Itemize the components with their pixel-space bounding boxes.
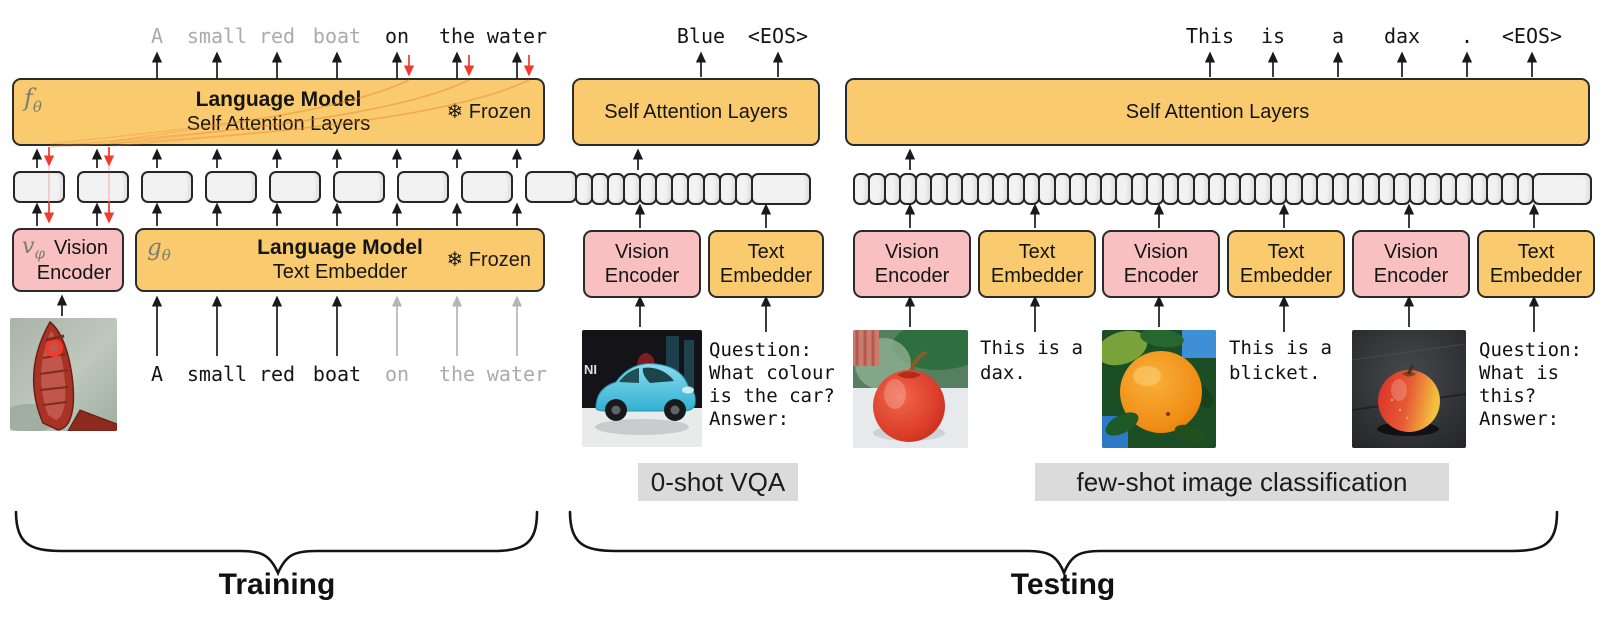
vqa-embedding-strip — [575, 173, 811, 205]
embedding-cell — [1069, 173, 1087, 205]
text-embedder-label-line2: Embedder — [1239, 265, 1333, 287]
testing-brace — [568, 510, 1559, 577]
vqa-output-token: <EOS> — [747, 24, 809, 48]
fewshot-output-token: a — [1331, 24, 1345, 48]
fewshot-output-token: is — [1260, 24, 1286, 48]
fewshot-output-token: <EOS> — [1501, 24, 1563, 48]
fewshot-example2-text: This is a blicket. — [1229, 337, 1332, 384]
fewshot-caption: few-shot image classification — [1035, 463, 1449, 501]
fewshot-embedding-strip — [853, 173, 1593, 205]
vqa-prompt-text: Question: What colour is the car? Answer… — [709, 339, 835, 430]
vision-encoder-label-line2: Encoder — [36, 262, 112, 284]
lm-title: Language Model — [195, 88, 362, 111]
fewshot-text-embedder-box-2: Text Embedder — [1227, 230, 1345, 298]
g-theta-label: gθ — [147, 235, 171, 265]
language-model-self-attention-box: fθ Language Model Self Attention Layers … — [12, 78, 545, 146]
train-output-token: water — [486, 24, 548, 48]
train-output-token: the — [438, 24, 476, 48]
fewshot-vision-encoder-box-1: Vision Encoder — [853, 230, 971, 298]
train-output-token: on — [384, 24, 410, 48]
embedding-cell — [397, 171, 449, 203]
v-phi-label: vφ — [22, 234, 45, 263]
embedding-cell — [525, 171, 577, 203]
fewshot-sa-label: Self Attention Layers — [1125, 101, 1310, 123]
orange-photo — [1102, 330, 1216, 448]
train-vision-encoder-box: vφ Vision Encoder — [12, 228, 124, 292]
train-embedding-row — [13, 171, 577, 203]
language-model-text-embedder-box: gθ Language Model Text Embedder ❄ Frozen — [135, 228, 545, 292]
embedding-cell — [205, 171, 257, 203]
embedding-cell — [1455, 173, 1473, 205]
train-input-token: on — [384, 362, 410, 386]
text-embedder-label-line1: Text — [1267, 241, 1305, 263]
text-embedder-label-line2: Embedder — [1489, 265, 1583, 287]
lm-subtitle: Self Attention Layers — [186, 113, 371, 135]
train-input-token: water — [486, 362, 548, 386]
fewshot-text-embedder-box-1: Text Embedder — [978, 230, 1096, 298]
text-embedder-label-line1: Text — [1517, 241, 1555, 263]
car-photo: NI — [582, 330, 702, 447]
training-brace — [14, 510, 539, 577]
vision-encoder-label-line1: Vision — [1133, 241, 1189, 263]
train-input-token: the — [438, 362, 476, 386]
text-embedder-label-line2: Embedder — [719, 265, 813, 287]
vision-encoder-label-line1: Vision — [884, 241, 940, 263]
frozen-badge: ❄ Frozen — [446, 101, 531, 123]
embedding-cell — [333, 171, 385, 203]
fewshot-output-token: This — [1185, 24, 1235, 48]
vqa-self-attention-box: Self Attention Layers — [572, 78, 820, 146]
vqa-sa-label: Self Attention Layers — [604, 101, 788, 123]
fewshot-output-token: dax — [1383, 24, 1421, 48]
embedding-cell-wide — [751, 173, 811, 205]
embedding-cell — [1208, 173, 1226, 205]
vision-encoder-label-line1: Vision — [614, 241, 670, 263]
text-embedder-label-line1: Text — [1018, 241, 1056, 263]
train-input-token: boat — [312, 362, 362, 386]
fewshot-example1-text: This is a dax. — [980, 337, 1083, 384]
vision-encoder-label-line2: Encoder — [1123, 265, 1199, 287]
embedding-cell — [269, 171, 321, 203]
fewshot-vision-encoder-box-2: Vision Encoder — [1102, 230, 1220, 298]
train-input-token: small — [186, 362, 248, 386]
embedder-subtitle: Text Embedder — [272, 261, 408, 283]
fewshot-vision-encoder-box-3: Vision Encoder — [1352, 230, 1470, 298]
car-sign-text: NI — [584, 362, 597, 377]
frozen-badge: ❄ Frozen — [446, 249, 531, 271]
vision-encoder-label-line2: Encoder — [1373, 265, 1449, 287]
embedding-cell — [77, 171, 129, 203]
train-input-token: red — [258, 362, 296, 386]
vision-encoder-label-line1: Vision — [53, 237, 109, 259]
text-embedder-label-line2: Embedder — [990, 265, 1084, 287]
red-apple-photo — [853, 330, 968, 448]
vision-encoder-label-line2: Encoder — [604, 265, 680, 287]
embedder-title: Language Model — [257, 236, 423, 259]
training-section-label: Training — [218, 568, 336, 601]
red-yellow-apple-photo — [1352, 330, 1466, 448]
fewshot-text-embedder-box-3: Text Embedder — [1477, 230, 1595, 298]
fewshot-query-text: Question: What is this? Answer: — [1479, 339, 1582, 430]
testing-section-label: Testing — [1010, 568, 1116, 601]
train-output-token: boat — [312, 24, 362, 48]
embedding-cell-wide — [1532, 173, 1593, 205]
f-theta-label: fθ — [24, 84, 42, 116]
vqa-vision-encoder-box: Vision Encoder — [583, 230, 701, 298]
vqa-caption: 0-shot VQA — [638, 463, 798, 501]
vision-encoder-label-line1: Vision — [1383, 241, 1439, 263]
train-output-token: red — [258, 24, 296, 48]
fewshot-output-token: . — [1460, 24, 1474, 48]
vqa-output-token: Blue — [676, 24, 726, 48]
embedding-cell — [461, 171, 513, 203]
embedding-cell — [961, 173, 979, 205]
embedding-cell — [13, 171, 65, 203]
train-input-token: A — [150, 362, 164, 386]
train-output-token: small — [186, 24, 248, 48]
embedding-cell — [141, 171, 193, 203]
boat-photo — [10, 318, 117, 431]
fewshot-self-attention-box: Self Attention Layers — [845, 78, 1590, 146]
train-output-token: A — [150, 24, 164, 48]
embedding-cell — [1316, 173, 1334, 205]
text-embedder-label-line1: Text — [747, 241, 785, 263]
vqa-text-embedder-box: Text Embedder — [708, 230, 824, 298]
vision-encoder-label-line2: Encoder — [874, 265, 950, 287]
